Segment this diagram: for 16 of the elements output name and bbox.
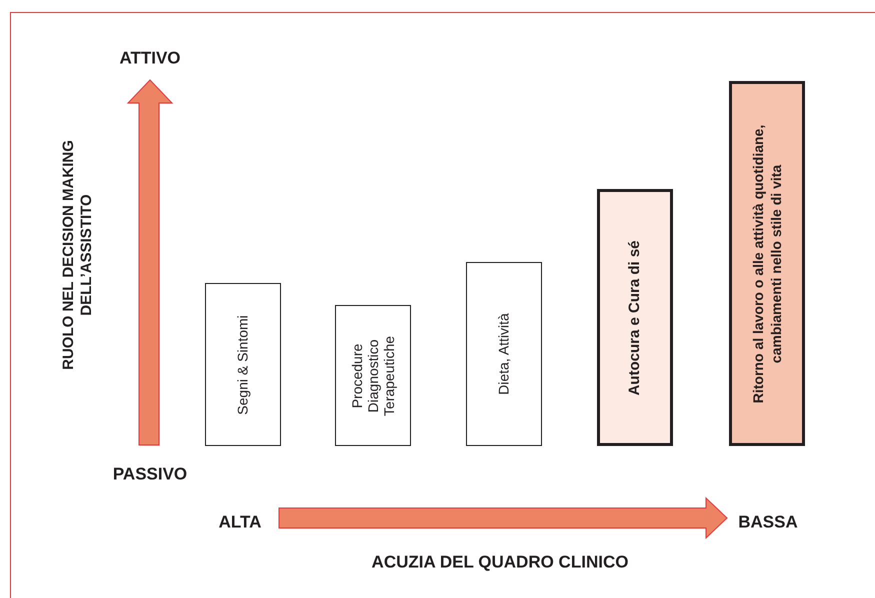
- stage-text: Procedure Diagnostico Terapeutiche: [349, 334, 397, 418]
- stage-text: Dieta, Attività: [494, 312, 512, 397]
- stage-text: Ritorno al lavoro o alle attività quotidiane, cambiamenti nello stile di vita: [749, 123, 785, 405]
- axis-title: RUOLO NEL DECISION MAKING DELL’ASSISTITO: [60, 139, 96, 372]
- axis-label: ATTIVO: [119, 47, 181, 70]
- stage-box: [466, 262, 542, 446]
- axis-label: BASSA: [738, 511, 798, 534]
- axis-label: PASSIVO: [112, 463, 188, 486]
- stage-box: [335, 305, 411, 446]
- stage-text: Segni & Sintomi: [234, 314, 252, 416]
- axis-title: ACUZIA DEL QUADRO CLINICO: [372, 551, 628, 574]
- stage-box: [597, 189, 673, 446]
- stage-box: [205, 283, 281, 446]
- axis-label: ALTA: [218, 511, 262, 534]
- stage-text: Autocura e Cura di sé: [624, 238, 644, 398]
- stage-box: [729, 81, 805, 446]
